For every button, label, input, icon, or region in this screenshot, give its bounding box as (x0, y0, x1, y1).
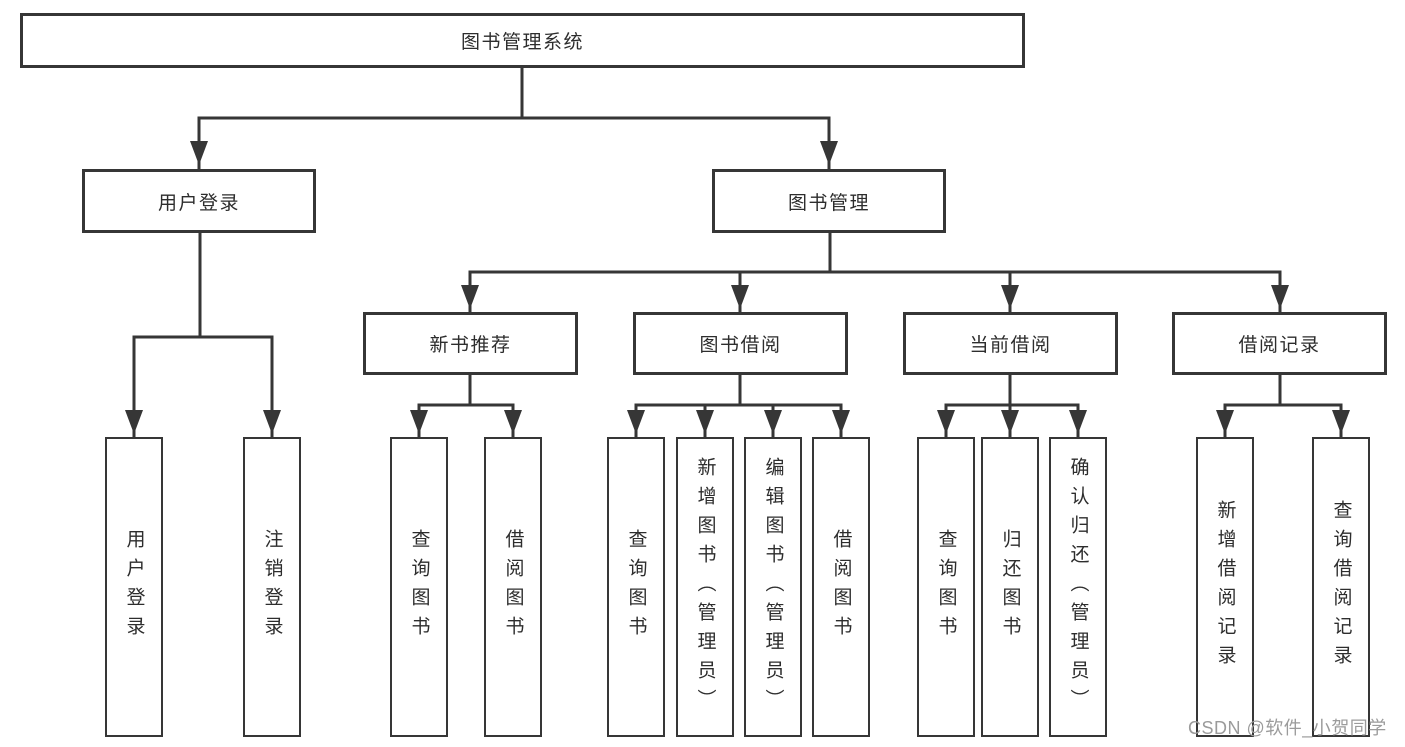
node-leaf-edit-book-admin: 编辑图书（管理员） (744, 437, 802, 737)
node-label: 查询图书 (408, 529, 430, 645)
node-leaf-borrow-books: 借阅图书 (812, 437, 870, 737)
node-label: 查询图书 (625, 529, 647, 645)
node-leaf-logout: 注销登录 (243, 437, 301, 737)
node-label: 确认归还（管理员） (1067, 456, 1089, 718)
tree-edges (132, 68, 1343, 437)
node-leaf-query-books-recommend: 查询图书 (390, 437, 448, 737)
node-leaf-query-borrow-record: 查询借阅记录 (1312, 437, 1370, 737)
node-label: 查询图书 (935, 529, 957, 645)
node-label: 借阅图书 (502, 529, 524, 645)
csdn-watermark: CSDN @软件_小贺同学 (1188, 718, 1387, 738)
node-label: 用户登录 (123, 529, 145, 645)
node-label: 查询借阅记录 (1330, 500, 1352, 674)
node-leaf-confirm-return-admin: 确认归还（管理员） (1049, 437, 1107, 737)
node-leaf-query-books-borrow: 查询图书 (607, 437, 665, 737)
arrowheads (125, 141, 1350, 434)
node-leaf-borrow-books-recommend: 借阅图书 (484, 437, 542, 737)
node-label: 新增借阅记录 (1214, 500, 1236, 674)
node-label: 编辑图书（管理员） (762, 456, 784, 718)
node-root: 图书管理系统 (20, 13, 1025, 68)
node-book-borrow: 图书借阅 (633, 312, 848, 375)
node-borrow-records: 借阅记录 (1172, 312, 1387, 375)
node-user-login: 用户登录 (82, 169, 316, 233)
node-leaf-add-book-admin: 新增图书（管理员） (676, 437, 734, 737)
node-leaf-query-books-current: 查询图书 (917, 437, 975, 737)
node-new-book-recommend: 新书推荐 (363, 312, 578, 375)
node-leaf-user-login: 用户登录 (105, 437, 163, 737)
node-book-management: 图书管理 (712, 169, 946, 233)
node-label: 注销登录 (261, 529, 283, 645)
node-label: 新增图书（管理员） (694, 456, 716, 718)
node-current-borrow: 当前借阅 (903, 312, 1118, 375)
node-leaf-add-borrow-record: 新增借阅记录 (1196, 437, 1254, 737)
node-label: 归还图书 (999, 529, 1021, 645)
node-leaf-return-books: 归还图书 (981, 437, 1039, 737)
node-label: 借阅图书 (830, 529, 852, 645)
